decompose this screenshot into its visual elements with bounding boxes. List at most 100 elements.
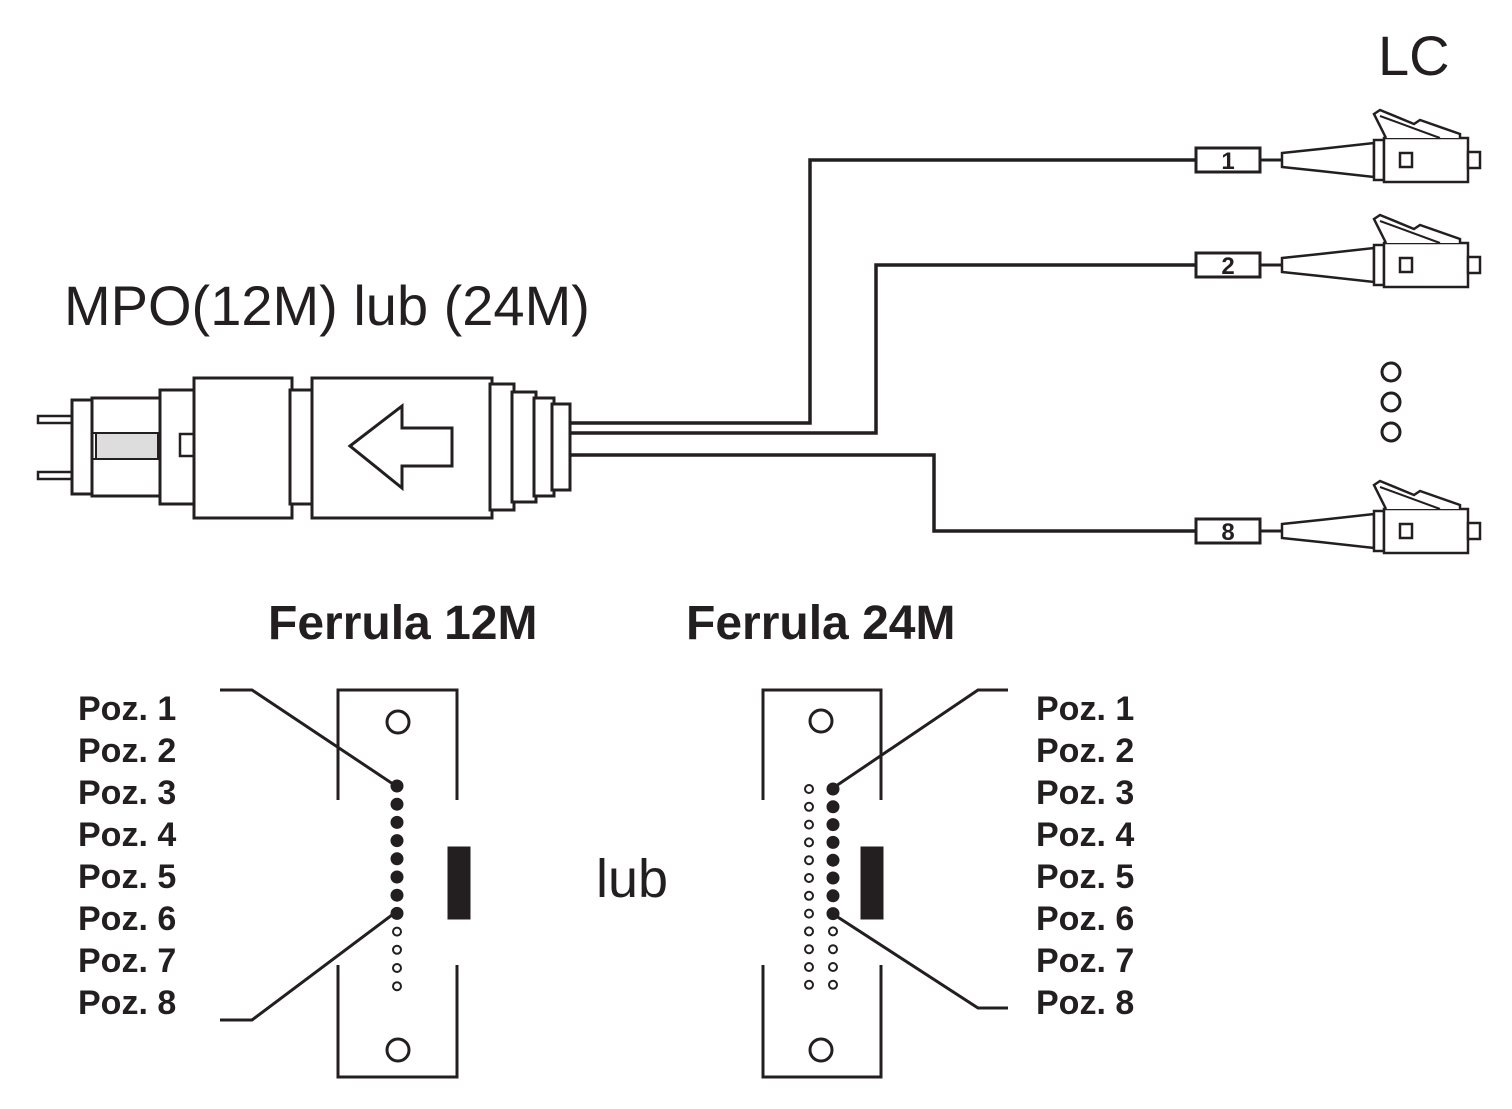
lc-connectors: 1 2 8 xyxy=(1194,108,1482,555)
fiber-hole xyxy=(804,944,814,955)
housing-collar xyxy=(288,388,316,506)
ferrule-12m-diagram xyxy=(220,688,471,1079)
lc-body xyxy=(1382,136,1470,184)
ferrule-12m-leader-top xyxy=(220,688,397,788)
fiber-hole xyxy=(390,834,404,848)
fiber-hole xyxy=(826,835,840,849)
fiber-hole xyxy=(390,906,404,920)
position-label: Poz. 3 xyxy=(1036,774,1135,812)
mpo-label: MPO(12M) lub (24M) xyxy=(64,274,590,337)
fiber-hole xyxy=(390,797,404,811)
lc-ferrule-tip xyxy=(1466,521,1482,541)
position-label: Poz. 7 xyxy=(1036,942,1135,980)
position-list-left: Poz. 1 Poz. 2 Poz. 3 Poz. 4 Poz. 5 Poz. … xyxy=(78,688,176,1024)
ferrule-12m-pin-hole-top xyxy=(385,709,411,735)
fiber-hole xyxy=(390,779,404,793)
position-label: Poz. 6 xyxy=(78,900,177,938)
lc-ferrule-tip xyxy=(1466,150,1482,170)
ferrule-band xyxy=(95,432,159,460)
ferrula-12m-title: Ferrula 12M xyxy=(268,597,538,650)
dot-3 xyxy=(1380,421,1402,443)
lc-boot xyxy=(1280,141,1376,179)
fiber-hole xyxy=(804,908,814,919)
fiber-hole xyxy=(826,818,840,832)
lc-latch xyxy=(1372,479,1462,510)
fiber-lines xyxy=(570,158,1196,533)
position-label: Poz. 1 xyxy=(1036,690,1135,728)
lc-label: LC xyxy=(1378,24,1450,87)
ferrule-24m-frame-bottom xyxy=(761,965,883,1079)
boot-ring-1 xyxy=(488,382,516,512)
fiber-hole xyxy=(390,815,404,829)
fiber-hole xyxy=(804,784,814,794)
or-label: lub xyxy=(596,849,669,909)
fiber-1 xyxy=(570,158,1196,425)
arrow-icon xyxy=(347,402,454,492)
ferrule-12m-frame-bottom xyxy=(336,965,459,1079)
lc-latch xyxy=(1372,108,1462,139)
fiber-hole xyxy=(804,801,814,812)
lc-connector-2: 2 xyxy=(1194,213,1482,289)
fiber-hole xyxy=(826,871,840,885)
lc-connector-1: 1 xyxy=(1194,108,1482,184)
guide-pin-top xyxy=(36,414,76,425)
lc-window xyxy=(1398,522,1414,540)
fiber-hole xyxy=(804,819,814,830)
ferrule-12m-leader-bottom xyxy=(220,910,397,1022)
fiber-hole xyxy=(390,888,404,902)
fiber-hole xyxy=(804,873,814,883)
mpo-connector xyxy=(36,376,572,520)
ferrule-24m-leader-top xyxy=(832,688,1008,790)
fiber-hole xyxy=(804,926,814,937)
fiber-tag-number: 2 xyxy=(1221,253,1234,280)
position-list-right: Poz. 1 Poz. 2 Poz. 3 Poz. 4 Poz. 5 Poz. … xyxy=(1036,688,1134,1024)
fiber-hole xyxy=(390,852,404,866)
ferrule-12m-fiber-holes xyxy=(390,779,404,992)
continuation-dots xyxy=(1380,361,1402,443)
ferrula-24m-title: Ferrula 24M xyxy=(686,597,956,650)
ferrule-24m-frame-top xyxy=(761,688,883,800)
lc-window xyxy=(1398,151,1414,169)
ferrule-24m-pin-hole-top xyxy=(808,708,834,734)
fiber-hole xyxy=(392,926,402,937)
lc-boot xyxy=(1280,246,1376,284)
fiber-2 xyxy=(570,263,1196,435)
lc-connector-8: 8 xyxy=(1194,479,1482,555)
fiber-hole xyxy=(826,853,840,867)
lc-boot xyxy=(1280,512,1376,550)
fiber-hole xyxy=(804,890,814,901)
position-label: Poz. 1 xyxy=(78,690,177,728)
ferrule-24m-diagram xyxy=(761,688,1008,1079)
fiber-hole xyxy=(392,944,402,955)
ferrule-12m-frame-top xyxy=(336,688,459,800)
lc-body xyxy=(1382,241,1470,289)
guide-pin-bottom xyxy=(36,470,76,481)
fiber-8 xyxy=(570,453,1196,533)
boot-ring-4 xyxy=(550,402,572,492)
boot-ring-2 xyxy=(510,390,538,504)
position-label: Poz. 7 xyxy=(78,942,177,980)
position-label: Poz. 3 xyxy=(78,774,177,812)
ferrule-12m-key xyxy=(447,846,471,920)
ferrule-24m-key xyxy=(860,846,884,920)
position-label: Poz. 2 xyxy=(1036,732,1135,770)
fiber-hole xyxy=(804,979,814,990)
lc-ferrule-tip xyxy=(1466,255,1482,275)
lc-body xyxy=(1382,507,1470,555)
position-label: Poz. 5 xyxy=(78,858,177,896)
fiber-hole xyxy=(826,889,840,903)
lc-window xyxy=(1398,256,1414,274)
fiber-hole xyxy=(392,981,402,992)
key-notch xyxy=(178,432,196,458)
housing-front xyxy=(192,376,294,520)
fiber-hole xyxy=(826,800,840,814)
position-label: Poz. 4 xyxy=(78,816,177,854)
fiber-hole xyxy=(828,979,838,990)
dot-2 xyxy=(1380,391,1402,413)
position-label: Poz. 8 xyxy=(78,984,177,1022)
fiber-hole xyxy=(804,962,814,972)
position-label: Poz. 2 xyxy=(78,732,177,770)
ferrule-24m-pin-hole-bottom xyxy=(808,1037,834,1063)
